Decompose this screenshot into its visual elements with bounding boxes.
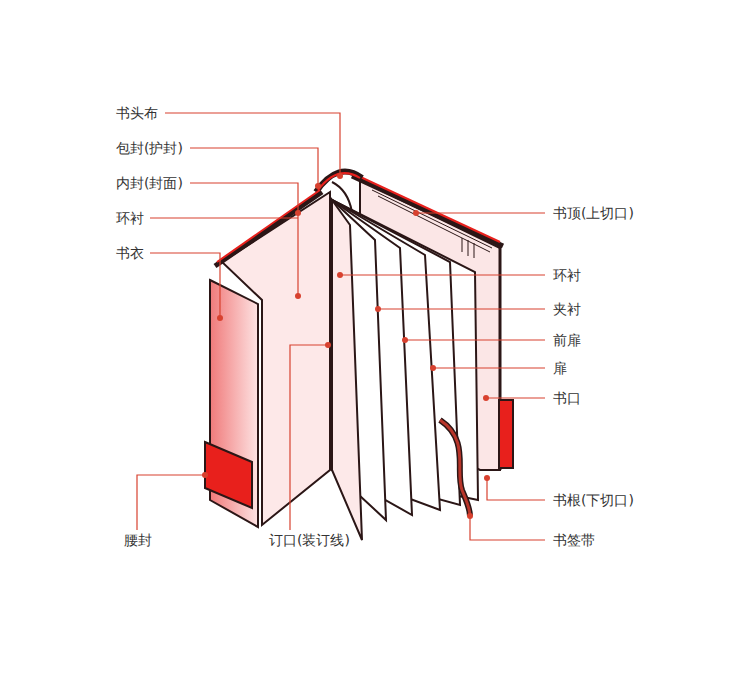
leader-dot [375,306,381,312]
leader-line [150,217,298,218]
leader-dot [483,395,489,401]
leader-dot [217,315,223,321]
leader-line [487,478,545,500]
leader-dot [295,293,301,299]
leader-line [137,475,205,530]
part-label: 书衣 [115,244,145,262]
leader-dot [337,173,343,179]
leader-line [486,397,545,398]
leader-line [378,308,545,309]
leader-line [190,148,318,185]
leader-dot [325,342,331,348]
leader-line [433,367,545,368]
leader-dot [315,183,321,189]
leader-dot [413,210,419,216]
leader-line [190,183,298,296]
leader-line [416,212,545,213]
leader-dot [430,365,436,371]
leader-dot [337,272,343,278]
part-label: 订口(装订线) [268,531,351,549]
leader-line [165,113,340,175]
part-label: 前扉 [552,331,582,349]
part-label: 包封(护封) [115,139,184,157]
part-label: 腰封 [123,531,153,549]
part-label: 书口 [552,389,582,407]
part-label: 内封(封面) [115,174,184,192]
leader-line [340,274,545,275]
leader-dot [295,210,301,216]
part-label: 书签带 [552,531,596,549]
leader-dot [484,475,490,481]
part-label: 书顶(上切口) [552,204,635,222]
part-label: 书根(下切口) [552,491,635,509]
leader-dot [467,513,473,519]
leader-line [150,253,220,318]
leader-dot [202,472,208,478]
part-label: 环衬 [115,209,145,227]
leader-line [470,516,545,540]
part-label: 夹衬 [552,300,582,318]
leader-dot [402,337,408,343]
part-label: 扉 [552,359,568,377]
part-label: 书头布 [115,104,159,122]
leader-line [290,345,328,530]
part-label: 环衬 [552,266,582,284]
leader-line [405,339,545,340]
